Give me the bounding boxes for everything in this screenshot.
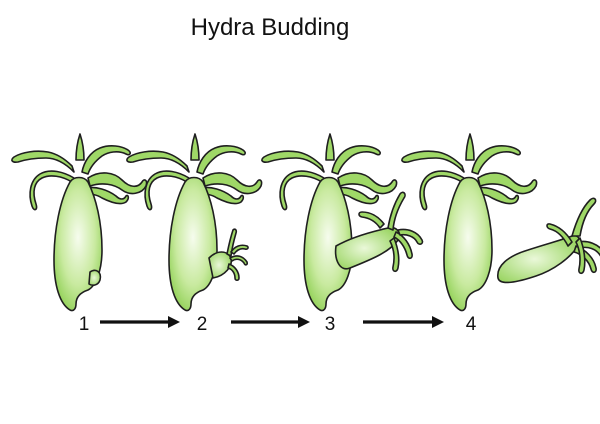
arrow-2-to-3 [231, 316, 310, 328]
detached-bud [496, 197, 600, 284]
diagram-title: Hydra Budding [190, 14, 350, 41]
stage-label-1: 1 [79, 314, 90, 335]
stage-label-3: 3 [325, 314, 336, 335]
stage-label-2: 2 [197, 314, 208, 335]
hydra-stage-2 [126, 133, 263, 312]
arrow-3-to-4 [363, 316, 444, 328]
arrow-1-to-2 [100, 316, 180, 328]
hydra-stage-4 [401, 133, 538, 312]
stage-label-4: 4 [466, 314, 477, 335]
hydra-stage-3 [261, 133, 424, 312]
hydra-stage-1 [11, 133, 148, 312]
